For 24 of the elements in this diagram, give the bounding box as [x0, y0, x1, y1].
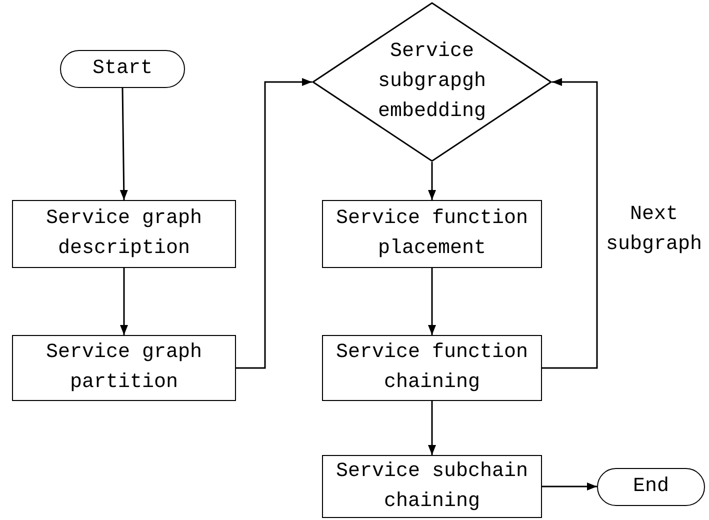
arrow — [542, 482, 597, 490]
arrow — [428, 268, 436, 335]
node-label: Service function chaining — [334, 340, 530, 396]
process-box — [322, 335, 542, 401]
arrow — [236, 78, 312, 369]
node-label: Service function placement — [334, 206, 530, 262]
arrow — [428, 401, 436, 455]
node-label: Start — [92, 56, 152, 82]
node-label: Service subchain chaining — [334, 458, 530, 514]
process-box — [12, 335, 236, 401]
process-box — [12, 200, 236, 268]
arrow — [428, 162, 436, 200]
process-box — [322, 200, 542, 268]
node-label: Service graph description — [44, 206, 204, 262]
arrow — [120, 88, 128, 200]
terminator-box — [60, 50, 185, 88]
node-label: Service subgrapgh embedding — [376, 39, 488, 125]
node-label: Service graph partition — [44, 340, 204, 396]
arrow — [542, 78, 598, 369]
node-label: End — [632, 474, 669, 500]
terminator-box — [597, 468, 705, 506]
process-box — [322, 455, 542, 518]
decision-diamond — [312, 2, 552, 162]
arrow — [120, 268, 128, 335]
